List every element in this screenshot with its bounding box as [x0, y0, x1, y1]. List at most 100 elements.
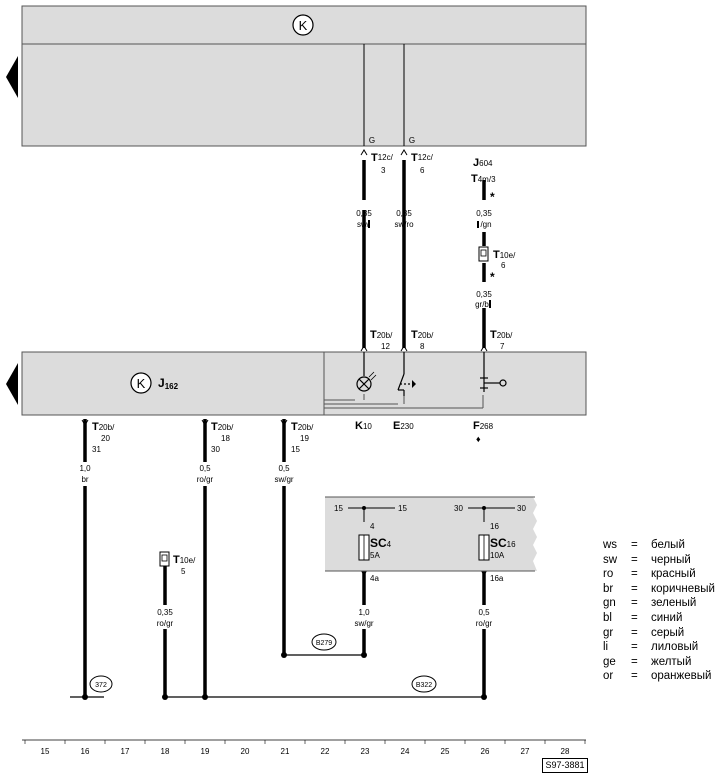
legend-color-name: белый	[651, 539, 685, 551]
page-arrow-top	[6, 56, 18, 98]
wires-top	[362, 160, 486, 348]
wire-size-3: 0,35	[476, 209, 492, 218]
fuse-sc4-amp: 5A	[370, 551, 380, 560]
g-label-2: G	[409, 136, 415, 145]
connector-t20b-19-pin2: 15	[291, 445, 300, 454]
legend-row: br = коричневый	[603, 582, 715, 597]
connector-t10e-6-pin: 6	[501, 261, 506, 270]
wire-color-19: ro/gr	[197, 475, 214, 484]
ground-b279-label: B279	[316, 640, 332, 647]
legend-row: gr=серый	[603, 626, 715, 641]
column-number: 17	[121, 747, 130, 756]
g-label-1: G	[369, 136, 375, 145]
ground-b279	[311, 633, 337, 651]
column-ruler-ticks	[24, 740, 586, 744]
fuse-4-out-pin: 4a	[370, 574, 379, 583]
connector-t20b-19: T20b/	[291, 421, 314, 433]
legend-row: ro = красный	[603, 567, 715, 582]
ground-372-label: 372	[95, 682, 107, 689]
legend-row: li=лиловый	[603, 640, 715, 655]
legend-code: li	[603, 641, 609, 654]
connector-box-t10e5-inner	[161, 554, 168, 562]
column-number: 28	[561, 747, 570, 756]
legend-row: ws = белый	[603, 538, 715, 553]
legend-equals: =	[631, 626, 638, 639]
wire-color-16: br	[81, 475, 88, 484]
legend-code: ro	[603, 568, 614, 581]
connector-t20b-12-pin: 12	[381, 342, 390, 351]
connector-t12c-6-pin: 6	[420, 166, 425, 175]
star-1: *	[490, 190, 495, 204]
column-number: 26	[481, 747, 490, 756]
fuse-sc4-label: SC4	[370, 536, 392, 550]
column-number: 20	[241, 747, 250, 756]
legend-color-name: красный	[651, 568, 696, 581]
node-19-697	[202, 694, 208, 700]
switch-e230-symbol	[397, 352, 416, 396]
legend-row: sw=черный	[603, 553, 715, 568]
connector-t10e-5-pin: 5	[181, 567, 186, 576]
column-number: 23	[361, 747, 370, 756]
rail-15-right: 15	[398, 504, 407, 513]
control-unit-symbol-top-letter: K	[299, 18, 308, 33]
wire-size-23: 1,0	[358, 608, 370, 617]
column-number: 15	[41, 747, 50, 756]
legend-color-name: коричневый	[651, 582, 715, 595]
fuse-sc16-label: SC16	[490, 536, 516, 550]
connector-t20b-19-pin: 19	[300, 434, 309, 443]
column-number: 25	[441, 747, 450, 756]
connector-t10e-5: T10e/	[173, 554, 196, 566]
column-number: 22	[321, 747, 330, 756]
connector-t20b-8-pin: 8	[420, 342, 425, 351]
legend-color-name: синий	[651, 611, 683, 624]
legend-equals: =	[631, 539, 638, 551]
legend-code: gn	[603, 597, 616, 610]
wire-size-19: 0,5	[199, 464, 211, 473]
figure-code: S97-3881	[542, 758, 588, 773]
legend-code: br	[603, 582, 614, 595]
legend-row: bl=синий	[603, 611, 715, 626]
legend-color-name: лиловый	[651, 641, 699, 654]
star-2: *	[490, 270, 495, 284]
connector-t4m3: T4m/3	[471, 173, 496, 185]
legend-equals: =	[631, 582, 638, 595]
wire-size-1: 0,35	[356, 209, 372, 218]
connector-t20b-7: T20b/	[490, 329, 513, 341]
rail-30-right: 30	[517, 504, 526, 513]
wire-color-21: sw/gr	[274, 475, 293, 484]
wire-color-3: /gn	[480, 220, 491, 229]
legend-color-name: оранжевый	[651, 670, 712, 683]
node-23-655	[361, 652, 367, 658]
legend-color-name: желтый	[651, 655, 692, 668]
connector-t12c-3-pin: 3	[381, 166, 386, 175]
component-k10: K10	[355, 420, 372, 432]
connector-t20b-20-pin: 20	[101, 434, 110, 443]
wire-color-23: sw/gr	[354, 619, 373, 628]
connector-t20b-7-pin: 7	[500, 342, 505, 351]
connector-arrows	[360, 149, 488, 352]
lamp-k10-symbol	[356, 352, 377, 392]
wire-label-gap-21	[272, 462, 296, 486]
wire-label-gap-18	[154, 605, 176, 629]
component-f268: F268	[473, 420, 494, 432]
switch-f268-symbol	[480, 352, 507, 392]
wire-label-gap-23	[351, 605, 377, 629]
column-number: 18	[161, 747, 170, 756]
wire-size-18: 0,35	[157, 608, 173, 617]
legend-code: ws	[603, 539, 618, 551]
wire-size-21: 0,5	[278, 464, 290, 473]
wire-label-gap-16	[78, 462, 92, 486]
component-e230: E230	[393, 420, 414, 432]
connector-t20b-20-pin2: 31	[92, 445, 101, 454]
connector-t12c-3: T12c/	[371, 152, 394, 164]
wire-label-gap-1	[360, 200, 368, 210]
legend-color-name: зеленый	[651, 597, 697, 610]
wire-color-18: ro/gr	[157, 619, 174, 628]
legend-equals: =	[631, 568, 638, 581]
legend-equals: =	[631, 670, 638, 683]
connector-t20b-18: T20b/	[211, 421, 234, 433]
ground-b322-label: B322	[416, 682, 432, 689]
column-number: 24	[401, 747, 410, 756]
wire-size-16: 1,0	[79, 464, 91, 473]
connector-box-t10e6-inner	[480, 249, 487, 257]
